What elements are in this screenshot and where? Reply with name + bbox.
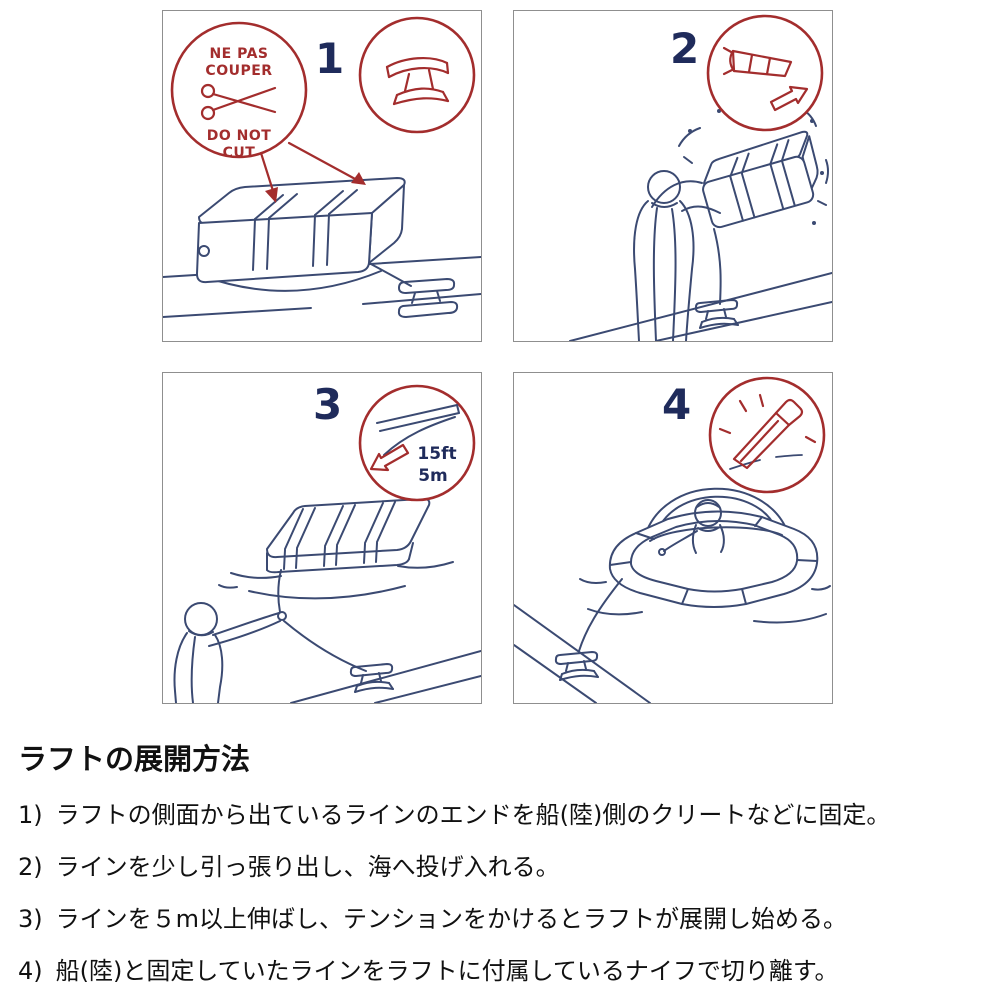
inflated-raft (608, 487, 819, 608)
step-number-3: 3 (313, 380, 342, 429)
panel-step-3: 15ft 5m 3 (162, 372, 482, 704)
wind-arrow-icon (769, 85, 809, 112)
cleat-icon (554, 651, 599, 681)
instruction-text: ラフトの側面から出ているラインのエンドを船(陸)側のクリートなどに固定。 (55, 801, 891, 829)
instruction-number: 2) (18, 853, 43, 881)
warning-arrows (259, 141, 366, 203)
instruction-list: 1) ラフトの側面から出ているラインのエンドを船(陸)側のクリートなどに固定。 … (18, 800, 993, 1008)
container-straps (266, 501, 414, 574)
cleat-detail-badge (358, 16, 476, 134)
instruction-text: 船(陸)と固定していたラインをラフトに付属しているナイフで切り離す。 (55, 957, 839, 985)
painter-line (578, 578, 623, 652)
water-ripples (579, 578, 831, 624)
scissors-icon (200, 83, 277, 121)
tube-joints (609, 516, 818, 605)
panel-2-illustration: 2 (569, 14, 832, 341)
water-ripples (218, 561, 454, 600)
warning-text-en-2: CUT (223, 145, 256, 161)
pulling-figure (173, 602, 287, 703)
windsock-icon (722, 46, 793, 78)
instruction-item-4: 4) 船(陸)と固定していたラインをラフトに付属しているナイフで切り離す。 (18, 956, 993, 986)
warning-text-en-1: DO NOT (207, 128, 272, 144)
container-straps (729, 139, 796, 222)
distance-meters-label: 5m (418, 466, 448, 486)
deck-lines (290, 650, 481, 703)
line-length-badge: 15ft 5m (358, 384, 476, 502)
instruction-text: ラインを少し引っ張り出し、海へ投げ入れる。 (55, 853, 560, 881)
warning-text-fr-2: COUPER (205, 63, 272, 79)
step-number-1: 1 (315, 34, 344, 83)
instruction-item-2: 2) ラインを少し引っ張り出し、海へ投げ入れる。 (18, 852, 993, 882)
cleat-icon (397, 278, 459, 318)
instruction-item-1: 1) ラフトの側面から出ているラインのエンドを船(陸)側のクリートなどに固定。 (18, 800, 993, 830)
panel-step-2: 2 (513, 10, 833, 342)
panel-1-illustration: NE PAS COUPER DO NOT CUT (163, 16, 481, 318)
deck-lines (569, 272, 832, 341)
step-number-4: 4 (662, 380, 691, 429)
do-not-cut-badge: NE PAS COUPER DO NOT CUT (170, 21, 308, 161)
panel-step-4: 4 (513, 372, 833, 704)
panel-step-1: NE PAS COUPER DO NOT CUT (162, 10, 482, 342)
pull-arrow-icon (369, 443, 410, 472)
knife-icon (718, 393, 817, 470)
container-straps (198, 189, 358, 271)
deck-lines (514, 604, 651, 703)
painter-line (277, 569, 367, 672)
figure-in-raft (658, 499, 725, 556)
cleat-detail-icon (385, 56, 450, 106)
raft-container-valise (196, 177, 406, 284)
distance-feet-label: 15ft (417, 444, 456, 464)
panel-4-illustration: 4 (514, 376, 831, 703)
page-title: ラフトの展開方法 (18, 742, 251, 776)
throwing-figure (633, 170, 721, 341)
instruction-number: 1) (18, 801, 43, 829)
painter-line (368, 262, 412, 287)
rail-and-line (376, 404, 460, 456)
instruction-item-3: 3) ラインを５m以上伸ばし、テンションをかけるとラフトが展開し始める。 (18, 904, 993, 934)
cleat-icon (349, 663, 394, 693)
wind-direction-badge (706, 14, 824, 132)
cut-line-badge (708, 376, 826, 494)
step-number-2: 2 (670, 24, 699, 73)
painter-line (713, 228, 722, 305)
floating-container (266, 497, 431, 574)
instruction-number: 4) (18, 957, 43, 985)
thrown-raft-container (702, 130, 819, 229)
instruction-number: 3) (18, 905, 43, 933)
cleat-icon (694, 299, 739, 329)
instruction-text: ラインを５m以上伸ばし、テンションをかけるとラフトが展開し始める。 (55, 905, 848, 933)
panel-3-illustration: 15ft 5m 3 (173, 380, 481, 703)
warning-text-fr-1: NE PAS (209, 46, 268, 62)
